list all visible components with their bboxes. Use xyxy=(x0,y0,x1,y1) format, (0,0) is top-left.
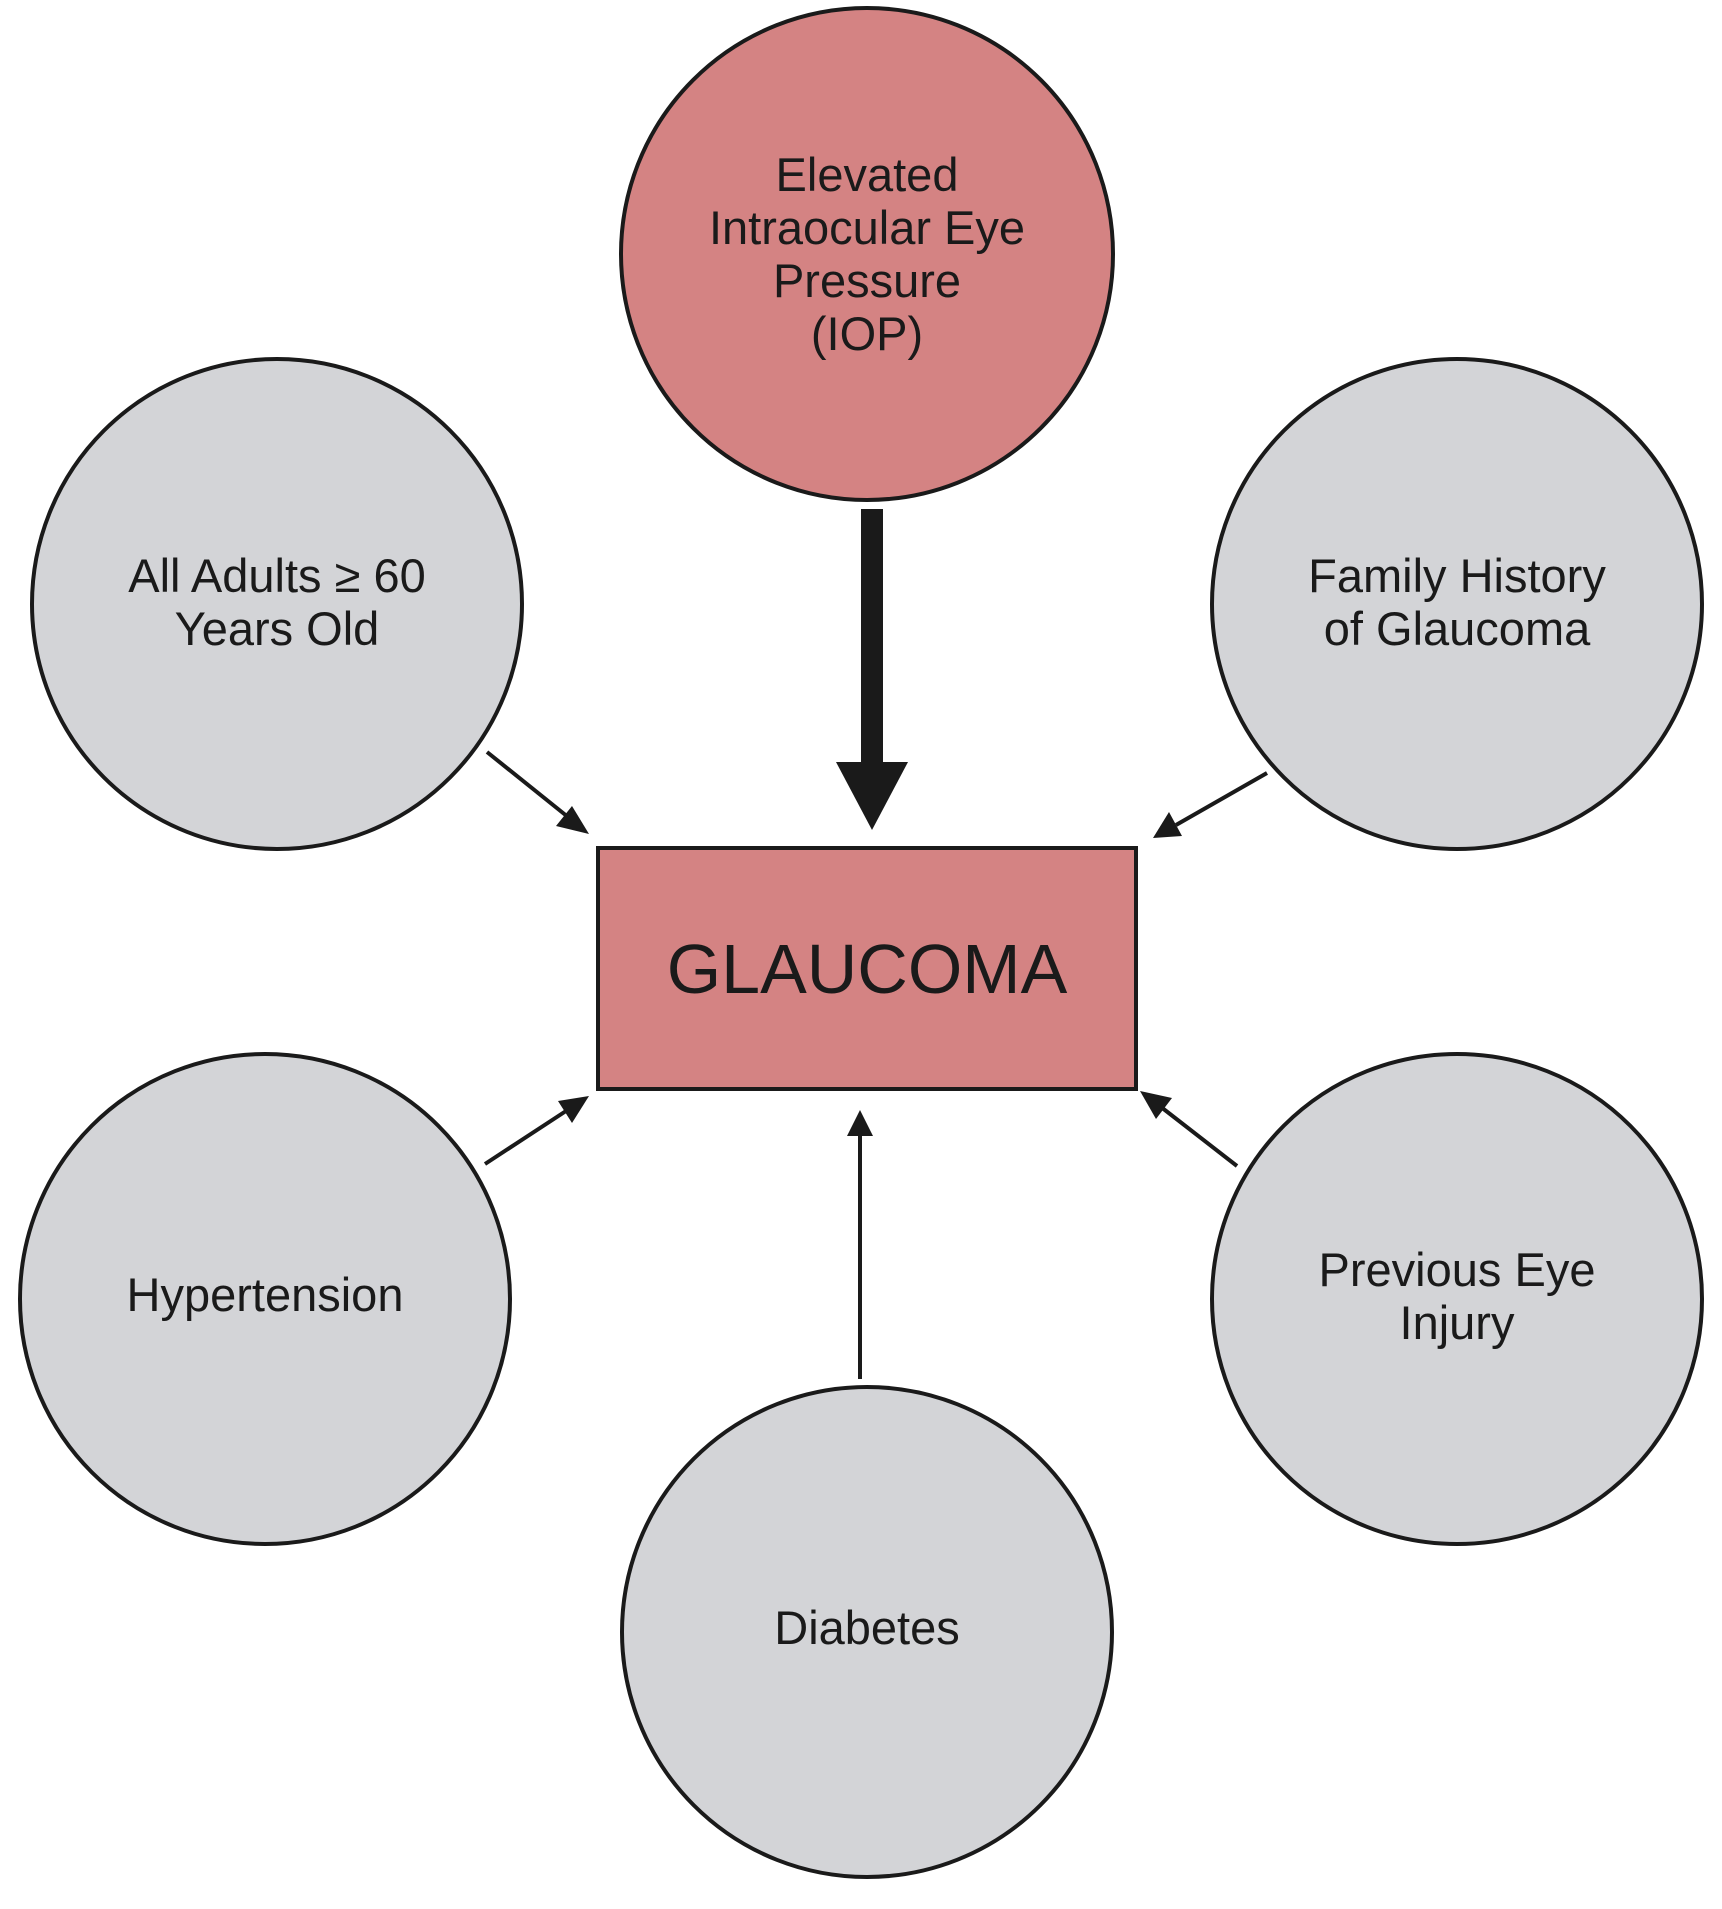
hypertension-label: Hypertension xyxy=(127,1268,404,1321)
iop-circle xyxy=(619,6,1115,502)
family-circle xyxy=(1210,357,1704,851)
age-label-line-2: Years Old xyxy=(175,602,380,655)
family-arrow xyxy=(1153,771,1268,838)
diabetes-node: Diabetes xyxy=(620,1385,1114,1879)
iop-label-line-3: Pressure xyxy=(773,254,961,307)
iop-label-line-4: (IOP) xyxy=(811,307,923,360)
injury-label-line-2: Injury xyxy=(1400,1296,1515,1349)
glaucoma-box: GLAUCOMA xyxy=(596,846,1138,1091)
hypertension-arrow xyxy=(483,1096,589,1166)
injury-circle xyxy=(1210,1052,1704,1546)
diabetes-arrow xyxy=(847,1110,873,1379)
connectors xyxy=(483,509,1268,1379)
iop-arrow xyxy=(836,509,908,830)
family-label-line-2: of Glaucoma xyxy=(1324,602,1591,655)
diabetes-circle xyxy=(620,1385,1114,1879)
family-node: Family History of Glaucoma xyxy=(1210,357,1704,851)
family-label-line-1: Family History xyxy=(1308,549,1606,602)
hypertension-circle xyxy=(18,1052,512,1546)
diabetes-label: Diabetes xyxy=(774,1601,960,1654)
iop-label-line-1: Elevated xyxy=(776,148,959,201)
injury-arrow xyxy=(1140,1091,1239,1168)
glaucoma-label: GLAUCOMA xyxy=(667,930,1068,1008)
glaucoma-rect xyxy=(596,846,1138,1091)
age-label-line-1: All Adults ≥ 60 xyxy=(128,549,426,602)
age-arrow xyxy=(485,750,589,834)
iop-node: Elevated Intraocular Eye Pressure (IOP) xyxy=(619,6,1115,502)
injury-label-line-1: Previous Eye xyxy=(1319,1243,1596,1296)
age-circle xyxy=(30,357,524,851)
iop-label-line-2: Intraocular Eye xyxy=(709,201,1025,254)
age-node: All Adults ≥ 60 Years Old xyxy=(30,357,524,851)
injury-node: Previous Eye Injury xyxy=(1210,1052,1704,1546)
hypertension-node: Hypertension xyxy=(18,1052,512,1546)
